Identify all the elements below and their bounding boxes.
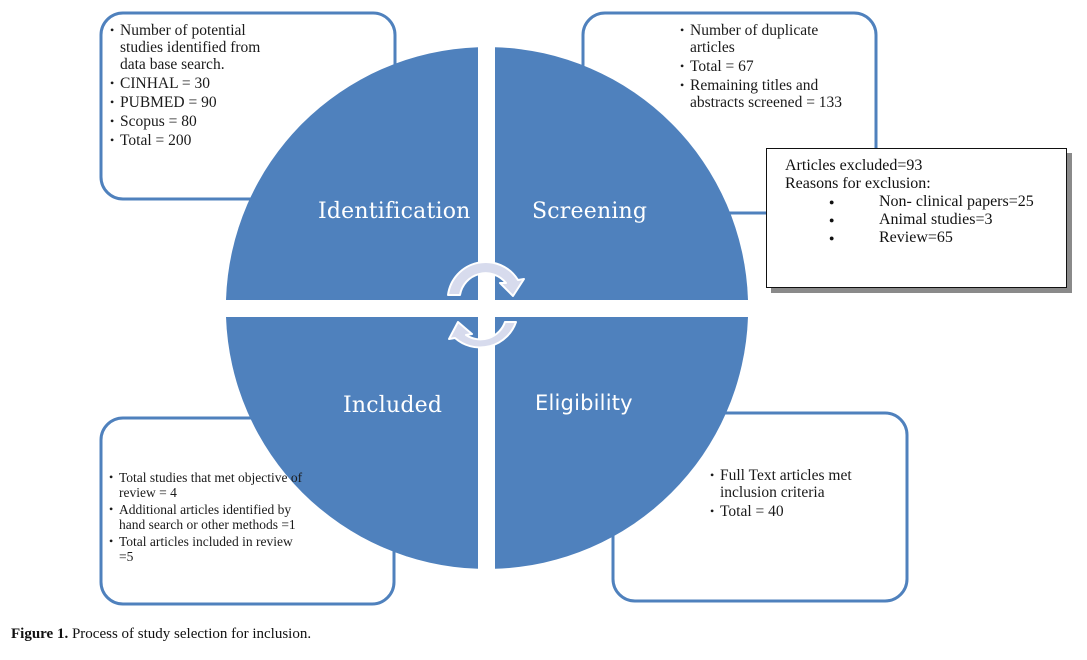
quadrant-included xyxy=(226,317,478,569)
excluded-subtitle: Reasons for exclusion: xyxy=(785,175,931,192)
callout-item: Number of duplicate articles xyxy=(678,22,858,56)
callout-identification: Number of potential studies identified f… xyxy=(108,22,278,151)
callout-item: Full Text articles met inclusion criteri… xyxy=(708,467,893,501)
excluded-title: Articles excluded=93 xyxy=(785,157,923,174)
figure-caption: Figure 1. Process of study selection for… xyxy=(11,626,311,643)
excluded-articles-box: Articles excluded=93 Reasons for exclusi… xyxy=(766,148,1067,288)
callout-item: Scopus = 80 xyxy=(108,113,278,130)
quadrant-screening xyxy=(495,47,748,301)
quadrant-label-included: Included xyxy=(343,393,443,418)
cycle-arrow-bottom-icon xyxy=(448,321,517,349)
callout-item: PUBMED = 90 xyxy=(108,94,278,111)
exclusion-reason: Animal studies=3 xyxy=(829,211,1066,229)
callout-item: Total = 200 xyxy=(108,132,278,149)
cycle-arrow-top-icon xyxy=(447,260,525,297)
quadrant-identification xyxy=(226,47,478,301)
exclusion-reason: Review=65 xyxy=(829,229,1066,247)
callout-item: Number of potential studies identified f… xyxy=(108,22,278,73)
callout-screening: Number of duplicate articles Total = 67 … xyxy=(678,22,858,113)
exclusion-reason: Non- clinical papers=25 xyxy=(829,193,1066,211)
callout-item: Total = 40 xyxy=(708,503,893,520)
quadrant-eligibility xyxy=(495,317,748,569)
callout-item: Remaining titles and abstracts screened … xyxy=(678,77,858,111)
callout-item: Total studies that met objective of revi… xyxy=(107,470,307,500)
callout-item: Additional articles identified by hand s… xyxy=(107,502,307,532)
quadrant-label-screening: Screening xyxy=(532,199,648,224)
callout-item: CINHAL = 30 xyxy=(108,75,278,92)
figure-label: Figure 1. xyxy=(11,626,69,642)
callout-included: Total studies that met objective of revi… xyxy=(107,470,307,566)
callout-item: Total articles included in review =5 xyxy=(107,534,307,564)
figure-caption-text: Process of study selection for inclusion… xyxy=(68,626,312,642)
quadrant-label-identification: Identification xyxy=(318,199,471,224)
callout-eligibility: Full Text articles met inclusion criteri… xyxy=(708,467,893,522)
quadrant-label-eligibility: Eligibility xyxy=(535,391,633,415)
callout-item: Total = 67 xyxy=(678,58,858,75)
